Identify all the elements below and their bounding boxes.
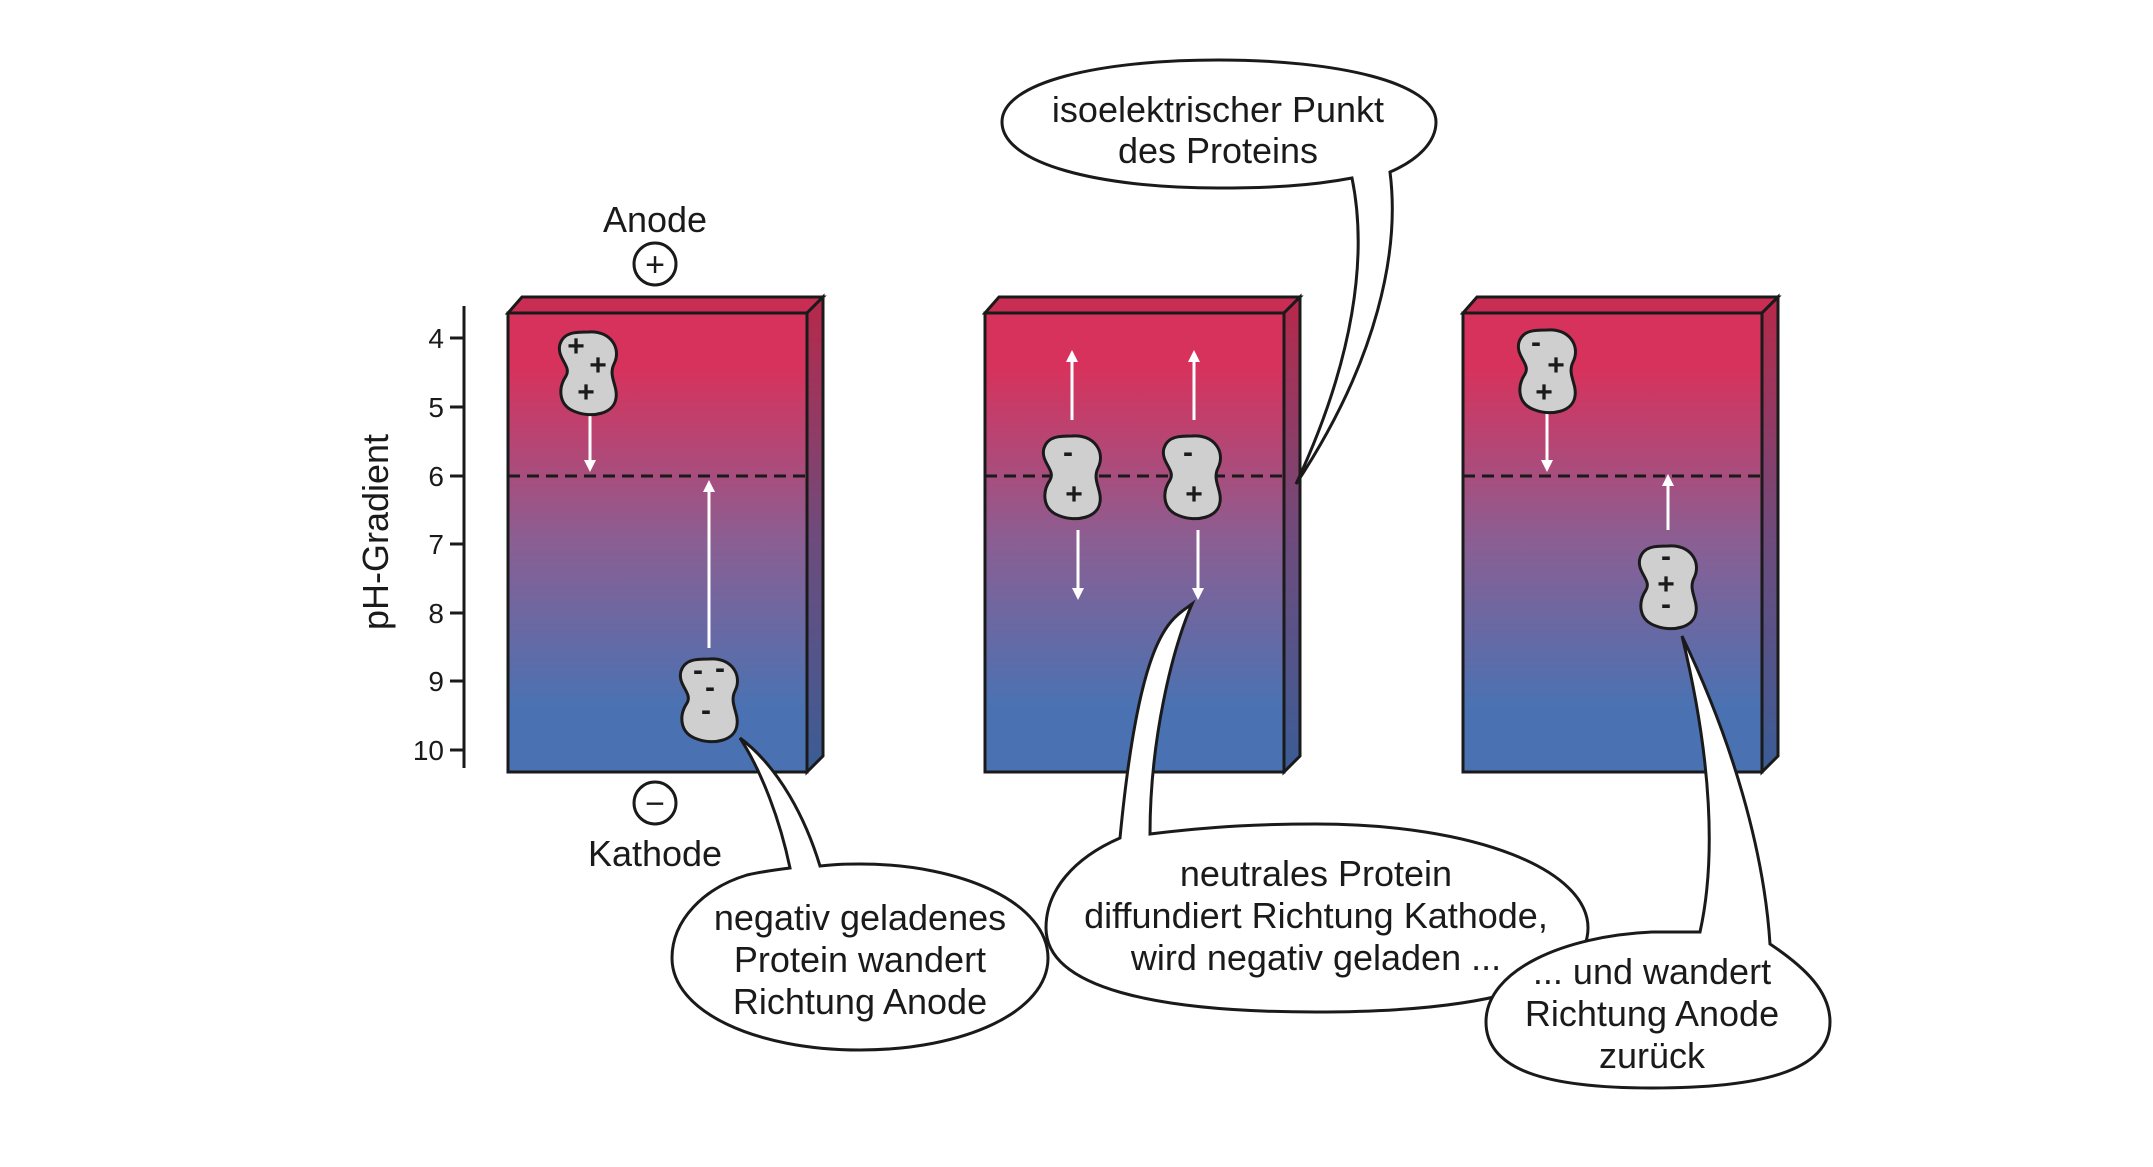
- callout-isoelectric-line-2: des Proteins: [1118, 130, 1318, 171]
- charge-sign: -: [693, 654, 703, 687]
- charge-sign: +: [1535, 376, 1553, 409]
- callout-neutral: neutrales Protein diffundiert Richtung K…: [1044, 599, 1590, 1014]
- callout-isoelectric-line-1: isoelektrischer Punkt: [1052, 89, 1384, 130]
- charge-sign: +: [1657, 568, 1675, 601]
- anode-symbol-circle: [632, 241, 678, 287]
- charge-sign: +: [589, 349, 607, 382]
- charge-sign: +: [1185, 478, 1203, 511]
- charge-sign: -: [1661, 540, 1671, 573]
- charge-sign: -: [1183, 436, 1193, 469]
- callout-neutral-line-2: diffundiert Richtung Kathode,: [1084, 895, 1548, 936]
- anode-label: Anode: [603, 199, 707, 240]
- callout-negative: negativ geladenes Protein wandert Richtu…: [670, 736, 1050, 1052]
- charge-sign: +: [1547, 349, 1565, 382]
- tick-4: 4: [428, 323, 444, 354]
- cathode: − Kathode: [588, 780, 722, 874]
- tick-9: 9: [428, 666, 444, 697]
- callout-returns: ... und wandert Richtung Anode zurück: [1484, 635, 1832, 1090]
- callout-negative-line-2: Protein wandert: [734, 939, 986, 980]
- tick-7: 7: [428, 529, 444, 560]
- callout-neutral-line-3: wird negativ geladen ...: [1130, 937, 1501, 978]
- tick-5: 5: [428, 392, 444, 423]
- charge-sign: +: [577, 376, 595, 409]
- protein-6: - + -: [1637, 540, 1698, 631]
- callout-negative-line-1: negativ geladenes: [714, 897, 1006, 938]
- callout-neutral-line-1: neutrales Protein: [1180, 853, 1452, 894]
- cathode-label: Kathode: [588, 833, 722, 874]
- charge-sign: -: [1063, 436, 1073, 469]
- charge-sign: -: [715, 652, 725, 685]
- charge-sign: -: [705, 671, 715, 704]
- callout-returns-line-1: ... und wandert: [1533, 951, 1771, 992]
- protein-5: - + +: [1516, 326, 1577, 415]
- charge-sign: -: [701, 694, 711, 727]
- anode-symbol: +: [645, 246, 665, 284]
- callout-returns-line-2: Richtung Anode: [1525, 993, 1779, 1034]
- callout-returns-line-3: zurück: [1599, 1035, 1706, 1076]
- ph-axis: 4 5 6 7 8 9 10 pH-Gradient: [355, 306, 466, 768]
- protein-1: + + +: [557, 330, 618, 417]
- charge-sign: -: [1661, 588, 1671, 621]
- migration-arrows: [584, 350, 1674, 648]
- callout-negative-line-3: Richtung Anode: [733, 981, 987, 1022]
- charge-sign: +: [1065, 478, 1083, 511]
- gel-panel-2: [981, 293, 1304, 776]
- tick-8: 8: [428, 598, 444, 629]
- charge-sign: +: [567, 330, 585, 363]
- cathode-symbol: −: [645, 785, 665, 823]
- protein-3: - +: [1041, 434, 1102, 521]
- tick-6: 6: [428, 461, 444, 492]
- gel-panel-1: [504, 293, 827, 776]
- anode: Anode +: [603, 199, 707, 287]
- protein-4: - +: [1161, 434, 1222, 521]
- protein-2: - - - -: [678, 652, 739, 744]
- cathode-symbol-circle: [632, 780, 678, 826]
- axis-label: pH-Gradient: [355, 434, 396, 630]
- callout-isoelectric: isoelektrischer Punkt des Proteins: [1000, 58, 1438, 485]
- tick-10: 10: [413, 735, 444, 766]
- charge-sign: -: [1531, 326, 1541, 359]
- gel-panel-3: [1459, 293, 1782, 776]
